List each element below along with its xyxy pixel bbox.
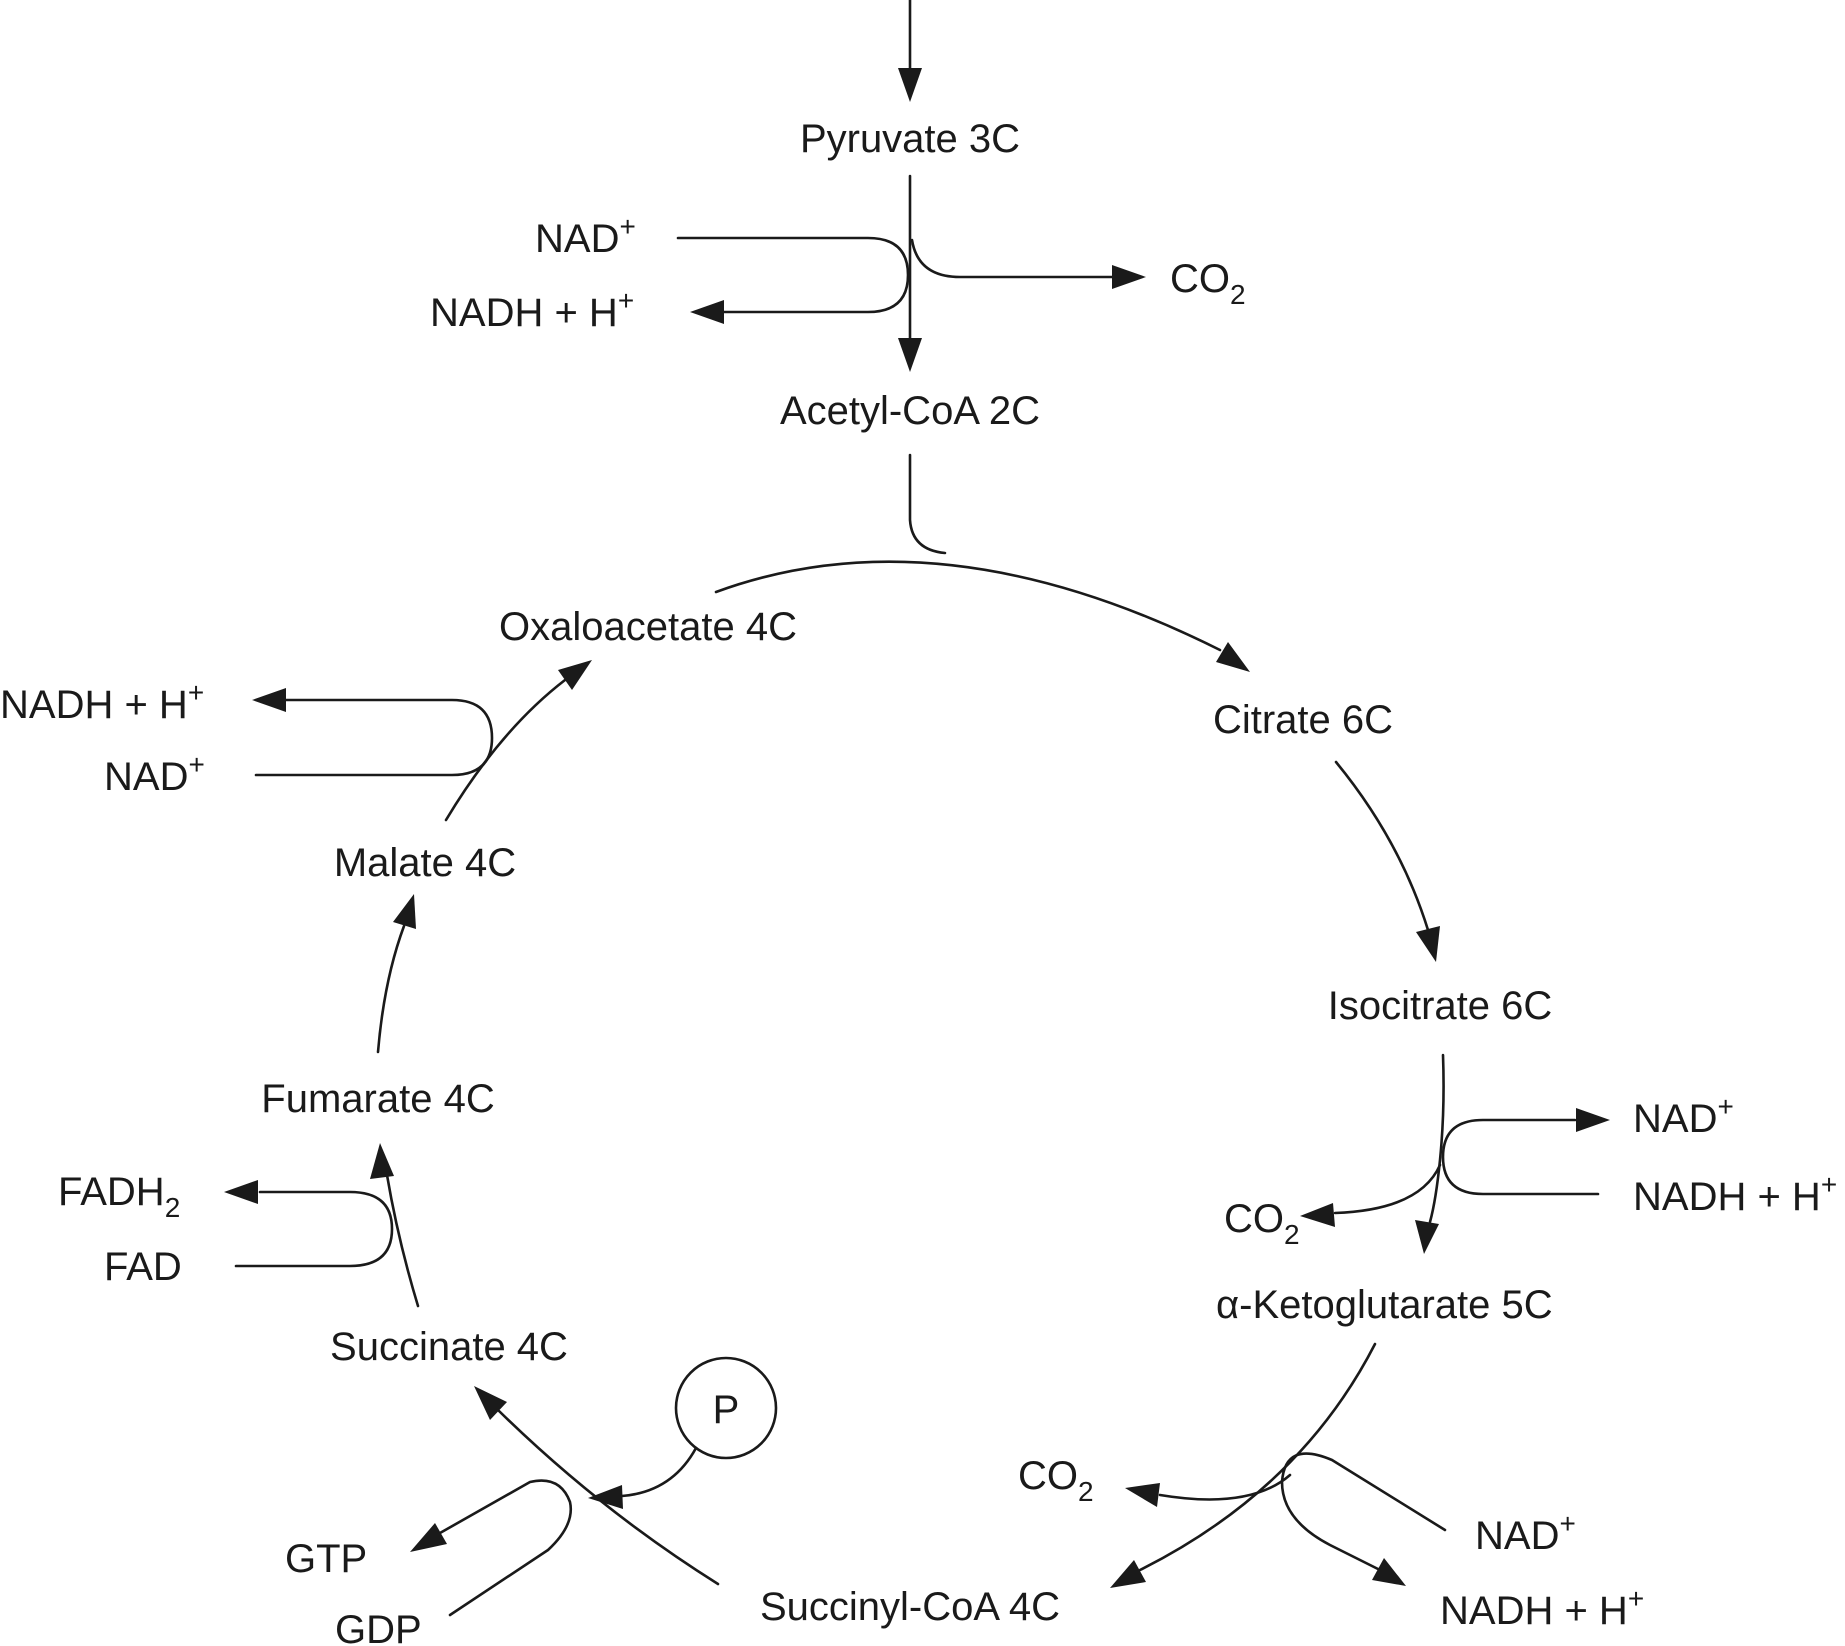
nadh-in-2: NADH + H+: [1633, 1169, 1837, 1219]
co2-out-3: CO2: [1018, 1454, 1094, 1507]
isocitrate-label: Isocitrate 6C: [1328, 984, 1553, 1028]
co2-out-1: CO2: [1170, 257, 1246, 310]
isocitrate-dehydrogenase-step: NAD+ NADH + H+ CO2 α-Ketoglutarate 5C: [1216, 1053, 1837, 1327]
acetyl-coa-label: Acetyl-CoA 2C: [780, 389, 1040, 433]
pyruvate-dehydrogenase-step: Pyruvate 3C NAD+ NADH + H+ CO2 Acetyl-Co…: [430, 0, 1246, 433]
citrate-synthase-step: Oxaloacetate 4C Citrate 6C: [499, 453, 1393, 742]
malate-dehydrogenase-step: NADH + H+ NAD+: [0, 660, 592, 822]
alpha-kg-dehydrogenase-step: CO2 NAD+ NADH + H+ Succinyl-CoA 4C: [760, 1342, 1644, 1633]
malate-label: Malate 4C: [334, 841, 516, 885]
alpha-ketoglutarate-label: α-Ketoglutarate 5C: [1216, 1283, 1553, 1327]
phosphate-circle: [674, 1356, 778, 1460]
gtp-label: GTP: [285, 1537, 367, 1581]
fumarate-label: Fumarate 4C: [261, 1077, 494, 1121]
succinate-label: Succinate 4C: [330, 1325, 568, 1369]
nadh-out-3: NADH + H+: [1440, 1583, 1644, 1633]
nad-in-4: NAD+: [104, 749, 205, 799]
oxaloacetate-label: Oxaloacetate 4C: [499, 605, 797, 649]
nadh-out-4: NADH + H+: [0, 677, 204, 727]
succinyl-coa-synthetase-step: P GTP GDP Succinate 4C: [285, 1325, 778, 1646]
pyruvate-label: Pyruvate 3C: [800, 117, 1020, 161]
nad-in-3: NAD+: [1475, 1508, 1576, 1558]
gdp-label: GDP: [335, 1608, 422, 1646]
nad-in-1: NAD+: [535, 211, 636, 261]
fumarase-step: Malate 4C: [334, 841, 516, 1054]
aconitase-step: Isocitrate 6C: [1328, 760, 1553, 1028]
succinate-dehydrogenase-step: FADH2 FAD Fumarate 4C: [58, 1077, 495, 1308]
nadh-out-1: NADH + H+: [430, 285, 634, 335]
phosphate-label: P: [713, 1388, 740, 1432]
succinyl-coa-label: Succinyl-CoA 4C: [760, 1585, 1060, 1629]
fadh2-label: FADH2: [58, 1170, 180, 1223]
nad-out-2: NAD+: [1633, 1091, 1734, 1141]
co2-out-2: CO2: [1224, 1197, 1300, 1250]
fad-label: FAD: [104, 1245, 182, 1289]
citrate-label: Citrate 6C: [1213, 698, 1393, 742]
